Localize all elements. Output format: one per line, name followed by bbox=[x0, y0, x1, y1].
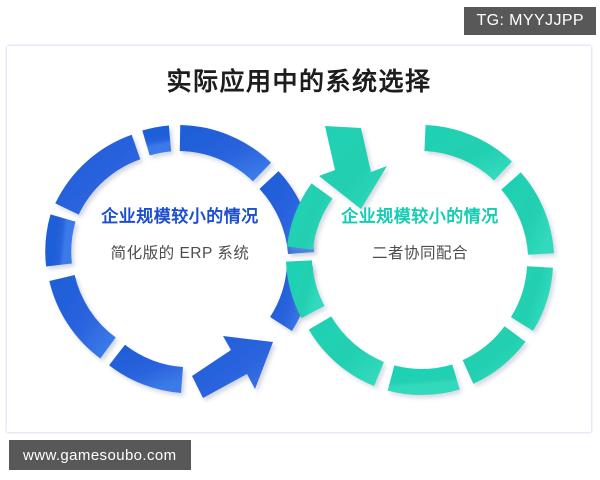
left-ring-arrow-icon bbox=[45, 125, 314, 398]
bottom-watermark-badge: www.gamesoubo.com bbox=[9, 440, 191, 470]
left-arrow-head bbox=[192, 336, 273, 398]
left-ring-text: 企业规模较小的情况 简化版的 ERP 系统 bbox=[79, 206, 281, 264]
left-ring-heading: 企业规模较小的情况 bbox=[101, 207, 259, 226]
right-ring-text: 企业规模较小的情况 二者协同配合 bbox=[319, 206, 521, 264]
left-ring-subtitle: 简化版的 ERP 系统 bbox=[110, 244, 250, 262]
right-ring-subtitle: 二者协同配合 bbox=[371, 244, 468, 262]
slide-card: 实际应用中的系统选择 bbox=[6, 45, 592, 433]
page-title: 实际应用中的系统选择 bbox=[166, 68, 432, 96]
right-ring-group: 企业规模较小的情况 二者协同配合 bbox=[275, 114, 565, 404]
top-watermark-badge: TG: MYYJJPP bbox=[464, 7, 596, 35]
right-ring-arrow-icon bbox=[286, 125, 554, 395]
left-ring-group: 企业规模较小的情况 简化版的 ERP 系统 bbox=[35, 114, 325, 404]
slide-card-inner: 实际应用中的系统选择 bbox=[7, 46, 591, 432]
cycle-diagram: 企业规模较小的情况 简化版的 ERP 系统 bbox=[7, 106, 593, 436]
right-ring-heading: 企业规模较小的情况 bbox=[341, 207, 499, 226]
right-arrow-head bbox=[319, 126, 387, 209]
